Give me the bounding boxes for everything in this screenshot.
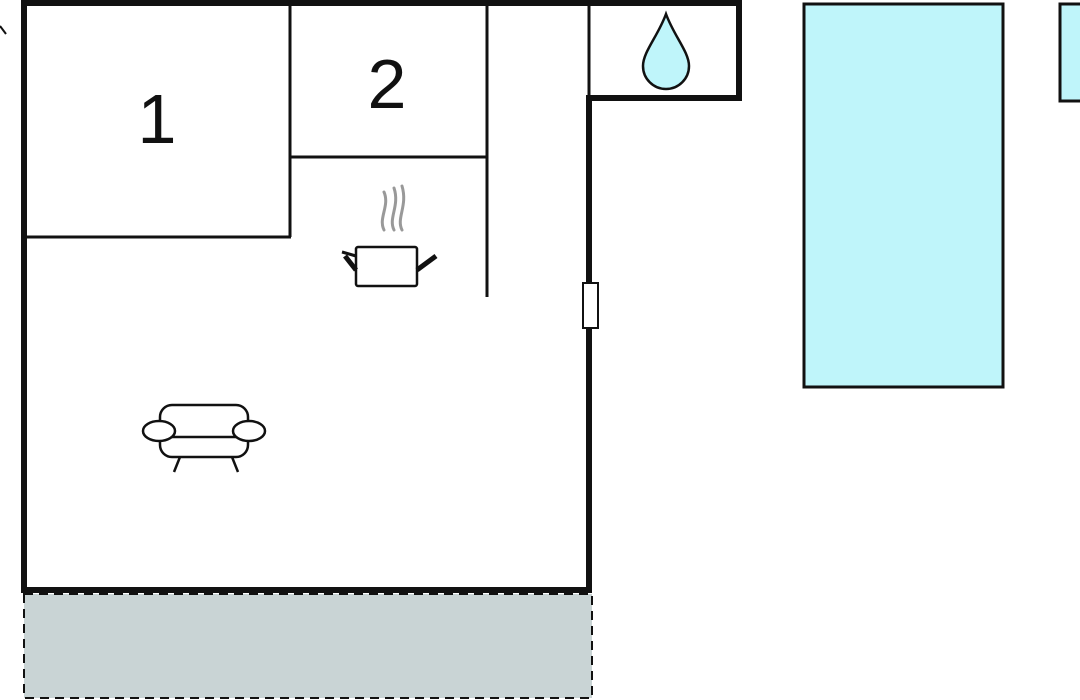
pool-partial — [1058, 2, 1080, 103]
sofa-icon — [141, 403, 267, 473]
pool — [802, 2, 1005, 389]
edge-marker — [0, 25, 7, 35]
terrace — [23, 593, 593, 699]
room-2-label: 2 — [368, 45, 407, 123]
cooking-pot-icon — [341, 184, 438, 288]
room-1-label: 1 — [138, 80, 177, 158]
window — [582, 282, 599, 329]
water-drop-icon — [641, 10, 691, 91]
